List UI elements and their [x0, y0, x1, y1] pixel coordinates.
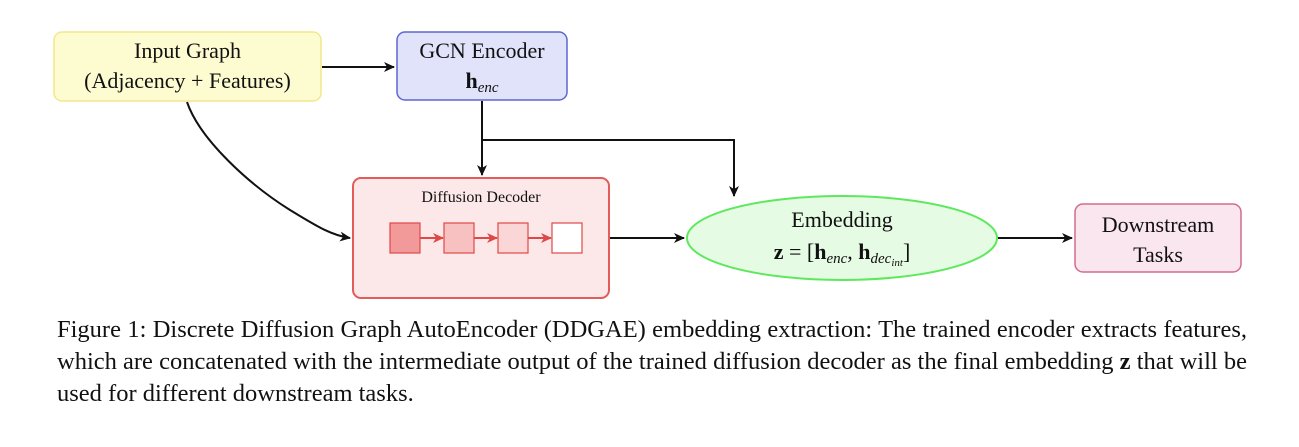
downstream-tasks-node: Downstream Tasks: [1074, 203, 1242, 273]
downstream-title: Downstream: [1102, 212, 1214, 237]
input-graph-title: Input Graph: [134, 38, 241, 63]
gcn-encoder-node: GCN Encoder henc: [396, 31, 568, 101]
diffusion-step-1: [389, 222, 421, 254]
caption-text-1: Figure 1: Discrete Diffusion Graph AutoE…: [57, 316, 1247, 375]
edge-encoder-to-embedding: [482, 139, 739, 197]
diffusion-step-3: [497, 222, 529, 254]
ddgae-diagram: Input Graph (Adjacency + Features) GCN E…: [53, 31, 1242, 299]
diffusion-decoder-title: Diffusion Decoder: [421, 189, 541, 206]
gcn-encoder-title: GCN Encoder: [419, 38, 545, 63]
embedding-node: Embedding z = [henc, hdecint]: [686, 195, 998, 281]
downstream-subtitle: Tasks: [1133, 242, 1183, 267]
diffusion-step-2: [443, 222, 475, 254]
embedding-title: Embedding: [791, 207, 892, 232]
caption-symbol-z: z: [1119, 348, 1131, 375]
diffusion-decoder-node: Diffusion Decoder: [352, 177, 610, 299]
figure-caption: Figure 1: Discrete Diffusion Graph AutoE…: [57, 314, 1247, 410]
input-graph-node: Input Graph (Adjacency + Features): [53, 31, 322, 102]
diffusion-step-4: [551, 222, 583, 254]
edge-input-to-decoder: [186, 101, 351, 242]
gcn-encoder-variable: henc: [465, 68, 498, 96]
caption-text-2: that will be used for different downstre…: [57, 348, 1247, 407]
diffusion-steps: [389, 222, 583, 254]
input-graph-subtitle: (Adjacency + Features): [84, 68, 291, 93]
embedding-formula: z = [henc, hdecint]: [774, 239, 911, 269]
